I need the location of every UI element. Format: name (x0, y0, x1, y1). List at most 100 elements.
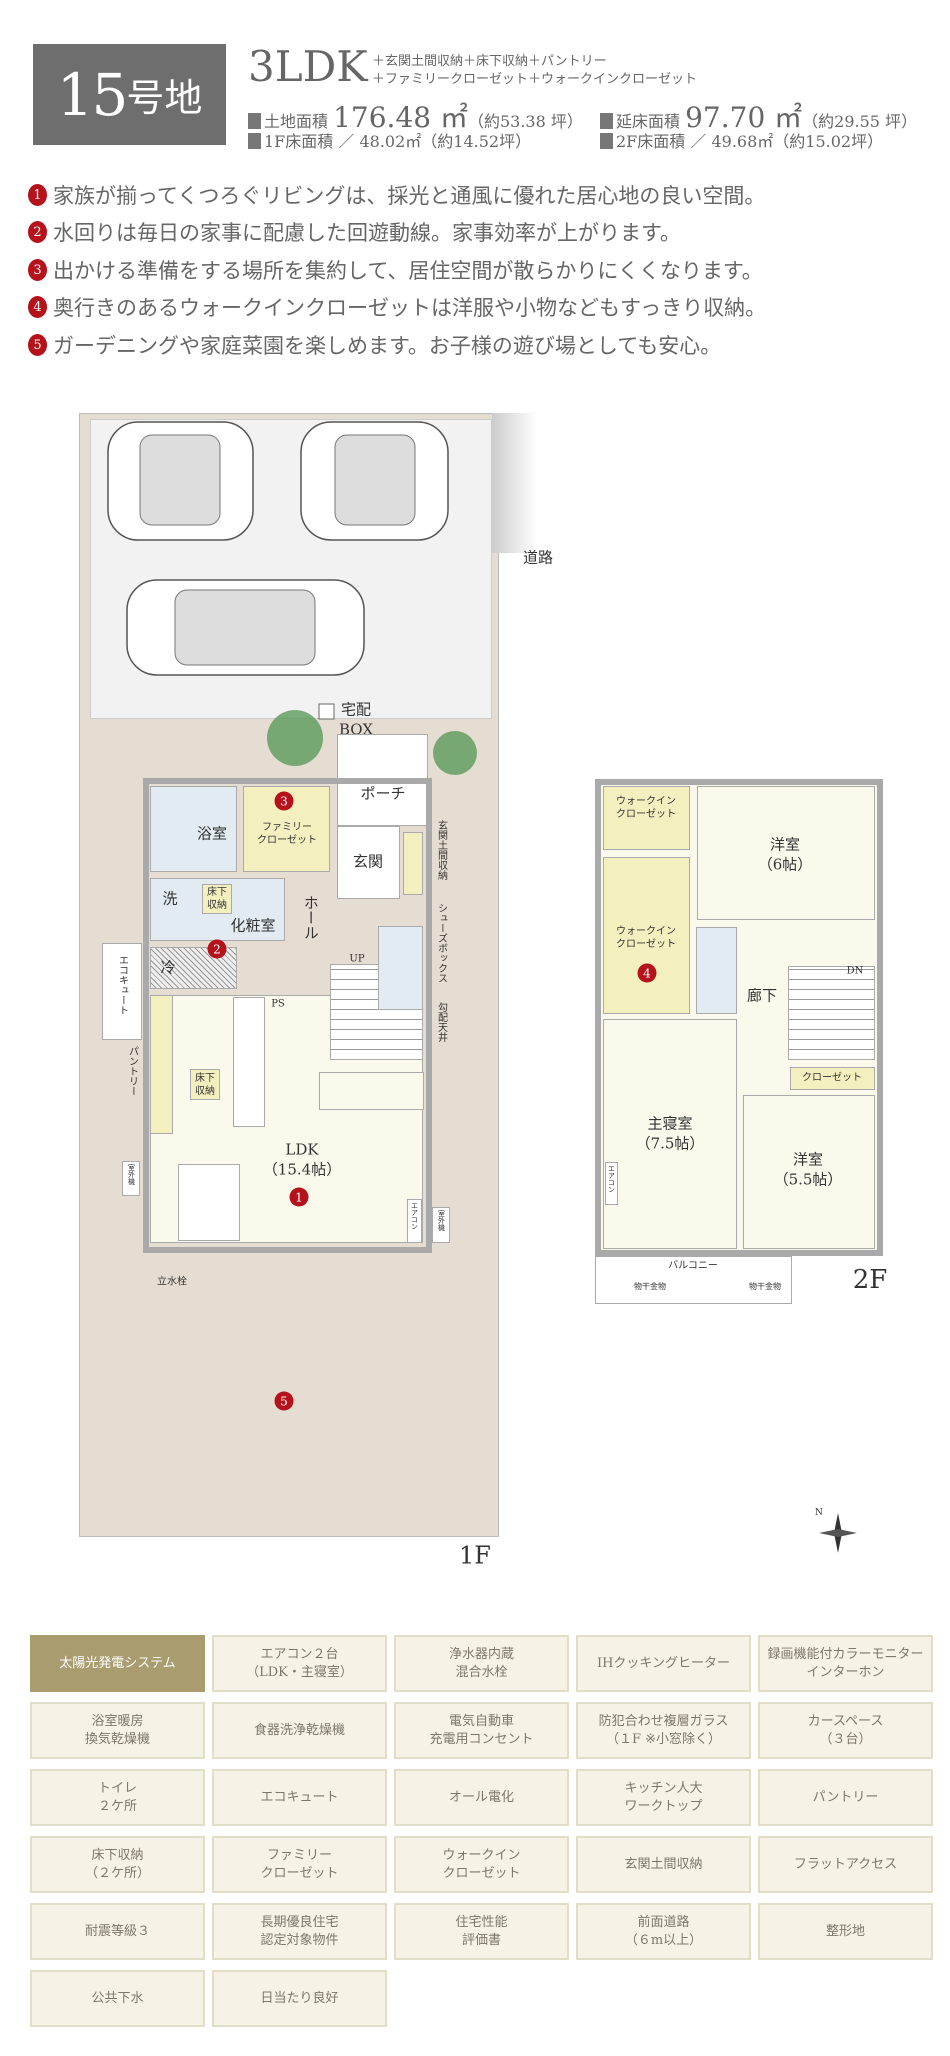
wic2-label: ウォークイン クローゼット (616, 926, 676, 950)
room55-label: 洋室 （5.5帖） (773, 1150, 843, 1189)
pantry (150, 995, 173, 1134)
ldk-label: LDK （15.4帖） (262, 1140, 342, 1179)
point-number: 1 (28, 184, 47, 206)
feature-item: 電気自動車 充電用コンセント (394, 1702, 569, 1759)
corridor-label: 廊下 (746, 986, 778, 1005)
point-text: 出かける準備をする場所を集約して、居住空間が散らかりにくくなります。 (53, 259, 763, 283)
feature-item: ファミリー クローゼット (212, 1836, 387, 1893)
porch-label: ポーチ (360, 784, 406, 803)
hanger-label-2: 物干金物 (749, 1281, 781, 1291)
closet (790, 1067, 875, 1090)
washer-label: 洗 (162, 889, 178, 908)
land-area-value: 176.48 ㎡ (333, 101, 468, 134)
feature-item: 床下収納 （２ケ所） (30, 1836, 205, 1893)
ecocute-label: エコキュート (116, 955, 128, 1015)
house-outline-1f (143, 778, 432, 1253)
toilet-2f (696, 927, 737, 1014)
feature-item: キッチン人大 ワークトップ (576, 1769, 751, 1826)
land-area-label: 土地面積 (264, 112, 329, 131)
feature-item: パントリー (758, 1769, 933, 1826)
feature-item: エアコン２台 （LDK・主寝室） (212, 1635, 387, 1692)
stairs-up-label: UP (349, 953, 365, 965)
feature-item: 浄水器内蔵 混合水栓 (394, 1635, 569, 1692)
floor2-area: 2F床面積 ／ 49.68㎡（約15.02坪） (600, 128, 883, 152)
layout-type: 3LDK (248, 42, 368, 91)
western-room-6 (697, 786, 875, 920)
outdoor-unit-label: 室外機 (127, 1164, 136, 1185)
hall-label: ホール (301, 895, 320, 940)
fridge-label: 冷 (160, 958, 176, 977)
powder-room-label: 化粧室 (230, 916, 276, 935)
point-text: 水回りは毎日の家事に配慮した回遊動線。家事効率が上がります。 (53, 221, 681, 245)
point-5-marker: 5 (274, 1391, 294, 1411)
pantry-label: パントリー (126, 1046, 138, 1096)
feature-item: 玄関土間収納 (576, 1836, 751, 1893)
land-area: 土地面積 176.48 ㎡（約53.38 坪） (248, 96, 583, 136)
feature-item: 防犯合わせ複層ガラス （１F ※小窓除く） (576, 1702, 751, 1759)
kitchen-counter (233, 997, 265, 1127)
feature-item: フラットアクセス (758, 1836, 933, 1893)
floor1-area: 1F床面積 ／ 48.02㎡（約14.52坪） (248, 128, 531, 152)
underfloor-storage (202, 884, 232, 914)
feature-item: オール電化 (394, 1769, 569, 1826)
feature-item: 長期優良住宅 認定対象物件 (212, 1903, 387, 1960)
aircon-unit-2f (605, 1162, 618, 1205)
point-3: 3 出かける準備をする場所を集約して、居住空間が散らかりにくくなります。 (28, 255, 763, 285)
feature-item: IHクッキングヒーター (576, 1635, 751, 1692)
floor-2f-label: 2F (852, 1265, 888, 1296)
land-area-tsubo: （約53.38 坪） (467, 112, 583, 131)
floor2-area-text: 2F床面積 ／ 49.68㎡（約15.02坪） (616, 132, 884, 151)
feature-item: 浴室暖房 換気乾燥機 (30, 1702, 205, 1759)
closet-label: クローゼット (802, 1072, 862, 1084)
point-number: 3 (28, 259, 47, 281)
feature-item: エコキュート (212, 1769, 387, 1826)
outdoor-unit-label-2: 室外機 (437, 1210, 446, 1231)
sloped-ceiling-label: 勾配天井 (435, 1002, 447, 1042)
feature-item: ウォークイン クローゼット (394, 1836, 569, 1893)
shoebox-label: シューズボックス (435, 903, 447, 983)
point-4-marker: 4 (637, 963, 657, 983)
feature-item: 住宅性能 評価書 (394, 1903, 569, 1960)
point-5: 5 ガーデニングや家庭菜園を楽しめます。お子様の遊び場としても安心。 (28, 330, 721, 360)
feature-item: 録画機能付カラーモニター インターホン (758, 1635, 933, 1692)
feature-item: カースペース （３台） (758, 1702, 933, 1759)
point-number: 5 (28, 334, 47, 356)
aircon-label: エアコン (410, 1202, 419, 1230)
lot-number: 15 (56, 60, 129, 129)
point-number: 4 (28, 296, 47, 318)
entrance (337, 826, 400, 899)
point-3-marker: 3 (274, 791, 294, 811)
bathroom-label: 浴室 (196, 824, 228, 843)
compass-icon: N (815, 1508, 857, 1553)
feature-item: 前面道路 （６m以上） (576, 1903, 751, 1960)
walk-in-closet-2 (603, 857, 690, 1014)
total-floor-label: 延床面積 (616, 112, 681, 131)
master-bedroom-label: 主寝室 （7.5帖） (635, 1114, 705, 1153)
options-line-2: ＋ファミリークローゼット＋ウォークインクローゼット (372, 72, 698, 87)
svg-text:N: N (815, 1508, 823, 1518)
balcony (595, 1256, 792, 1304)
sofa (319, 1072, 424, 1110)
point-text: ガーデニングや家庭菜園を楽しめます。お子様の遊び場としても安心。 (53, 334, 722, 358)
delivery-box-label: 宅配 BOX (338, 700, 374, 739)
point-text: 奥行きのあるウォークインクローゼットは洋服や小物などもすっきり収納。 (53, 296, 767, 320)
total-floor-area: 延床面積 97.70 ㎡（約29.55 坪） (600, 96, 917, 136)
aircon-unit (407, 1199, 422, 1243)
stairs-2f[interactable] (788, 966, 875, 1060)
feature-item: 公共下水 (30, 1970, 205, 2027)
aircon-label-2f: エアコン (607, 1165, 616, 1193)
entrance-storage-label: 玄関土間収納 (435, 820, 447, 880)
point-2-marker: 2 (207, 939, 227, 959)
underfloor-storage-2 (190, 1069, 220, 1100)
outdoor-unit (432, 1207, 450, 1243)
floor-1f-label: 1F (459, 1541, 491, 1570)
road-area (492, 413, 537, 553)
total-floor-value: 97.70 ㎡ (685, 101, 803, 134)
point-number: 2 (28, 221, 47, 243)
feature-item: トイレ ２ケ所 (30, 1769, 205, 1826)
balcony-label: バルコニー (668, 1260, 718, 1272)
feature-item: 食器洗浄乾燥機 (212, 1702, 387, 1759)
stairs-down-label: DN (846, 965, 864, 977)
